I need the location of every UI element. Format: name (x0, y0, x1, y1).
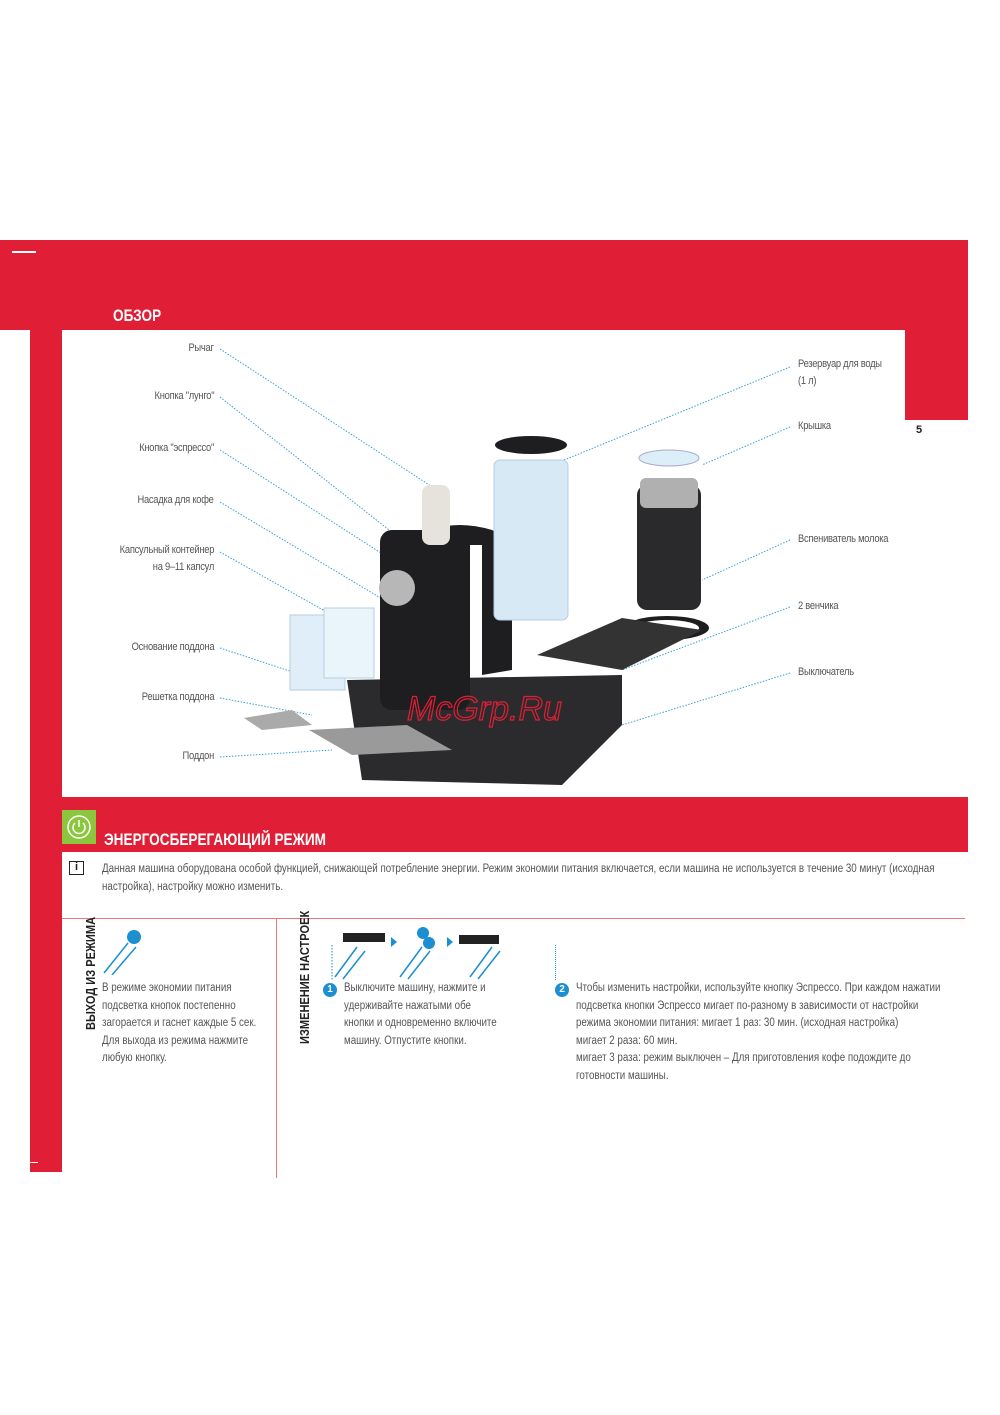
bottom-dash (30, 1162, 38, 1163)
label-frother: Вспениватель молока (798, 533, 889, 545)
label-capsule-capacity: на 9–11 капсул (152, 561, 215, 573)
exit-text: В режиме экономии питания подсветка кноп… (102, 982, 257, 1065)
power-icon (62, 810, 96, 844)
step2-line: мигает 2 раза: 60 мин. (576, 1034, 678, 1047)
step2-connector (555, 945, 556, 980)
watermark: McGrp.Ru (407, 690, 562, 728)
machine-illustration: McGrp.Ru (219, 348, 791, 785)
settings-title: ИЗМЕНЕНИЕ НАСТРОЕК (297, 910, 312, 1044)
label-lever: Рычаг (188, 342, 214, 354)
right-tab (905, 330, 968, 420)
header-dash (12, 251, 36, 253)
column-divider (276, 918, 277, 1178)
label-lid: Крышка (798, 420, 831, 432)
finger-press-icon (103, 930, 141, 975)
energy-title: ЭНЕРГОСБЕРЕГАЮЩИЙ РЕЖИМ (104, 830, 326, 849)
label-lungo: Кнопка "лунго" (154, 390, 214, 402)
label-espresso: Кнопка "эспрессо" (139, 442, 214, 454)
header-band (0, 240, 968, 330)
settings-sequence-icon (331, 927, 501, 980)
energy-band (62, 797, 968, 852)
step2-badge: 2 (555, 983, 569, 997)
info-icon: i (69, 861, 84, 875)
step2-text: Чтобы изменить настройки, используйте кн… (576, 980, 950, 1086)
label-water-volume: (1 л) (798, 375, 817, 387)
left-strip (30, 330, 62, 1172)
step1-badge: 1 (323, 983, 337, 997)
energy-info: Данная машина оборудована особой функцие… (102, 863, 935, 893)
label-nozzle: Насадка для кофе (137, 494, 214, 506)
exit-title: ВЫХОД ИЗ РЕЖИМА (83, 916, 98, 1030)
page-title: ОБЗОР (113, 306, 162, 325)
step2-line: мигает 3 раза: режим выключен – Для приг… (576, 1052, 911, 1082)
label-whisks: 2 венчика (798, 600, 839, 612)
label-tray-grid: Решетка поддона (141, 691, 214, 703)
label-tray: Поддон (182, 750, 215, 762)
label-capsule-container: Капсульный контейнер (119, 544, 214, 556)
label-switch: Выключатель (798, 666, 854, 678)
step1-text: Выключите машину, нажмите и удерживайте … (344, 982, 497, 1047)
divider (62, 918, 965, 919)
label-water-tank: Резервуар для воды (798, 358, 882, 370)
page-number: 5 (916, 424, 923, 436)
step2-line: Чтобы изменить настройки, используйте кн… (576, 982, 941, 1030)
label-tray-base: Основание поддона (131, 641, 214, 653)
